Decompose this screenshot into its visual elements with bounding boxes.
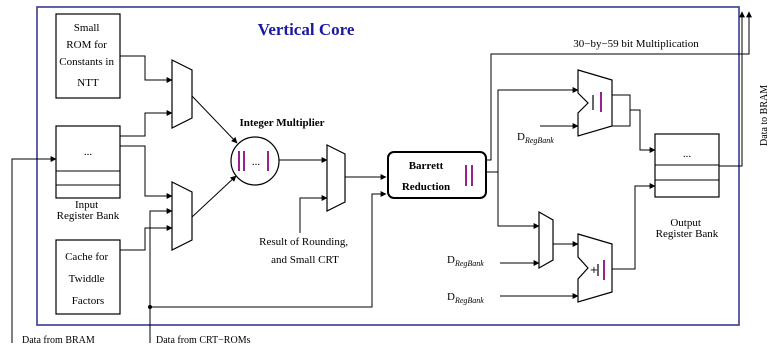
svg-text:...: ... — [252, 156, 261, 168]
d-regbank-label: DRegBank — [447, 291, 484, 305]
svg-text:Barrett: Barrett — [409, 160, 444, 172]
svg-text:Reduction: Reduction — [402, 181, 450, 193]
integer-multiplier-label: Integer Multiplier — [239, 117, 324, 129]
svg-text:...: ... — [84, 146, 93, 158]
input-bank-label: Input Register Bank — [57, 199, 120, 222]
multiplication-note: 30−by−59 bit Multiplication — [573, 38, 699, 50]
output-register-bank: ... — [654, 133, 720, 198]
data-to-bram-label: Data to BRAM — [759, 85, 770, 146]
lower-adder-subtractor: + — [577, 233, 613, 303]
svg-text:...: ... — [683, 148, 692, 160]
twiddle-cache — [55, 239, 121, 315]
data-from-crt-label: Data from CRT−ROMs — [156, 335, 251, 346]
mux-bottom — [171, 181, 193, 251]
svg-text:+: + — [590, 265, 598, 276]
d-regbank-label: DRegBank — [447, 254, 484, 268]
output-bank-label: Output Register Bank — [656, 217, 719, 240]
input-register-bank: ... — [55, 125, 121, 199]
wires — [11, 11, 752, 343]
barrett-reduction: Barrett Reduction — [387, 151, 487, 199]
cache-label: Cache for Twiddle Factors — [65, 251, 111, 307]
mux-lower-right — [538, 210, 554, 270]
core-title: Vertical Core — [258, 20, 355, 39]
rounding-label: Result of Rounding, and Small CRT — [259, 236, 351, 266]
mux-multiplier-out — [326, 144, 346, 212]
integer-multiplier: ... — [230, 136, 280, 186]
d-regbank-label: DRegBank — [517, 131, 554, 145]
data-from-bram-label: Data from BRAM — [22, 335, 95, 346]
rom-label: Small ROM for Constants in NTT — [59, 22, 116, 89]
mux-top — [171, 59, 193, 129]
upper-subtractor — [577, 69, 613, 137]
constants-rom — [55, 13, 121, 99]
